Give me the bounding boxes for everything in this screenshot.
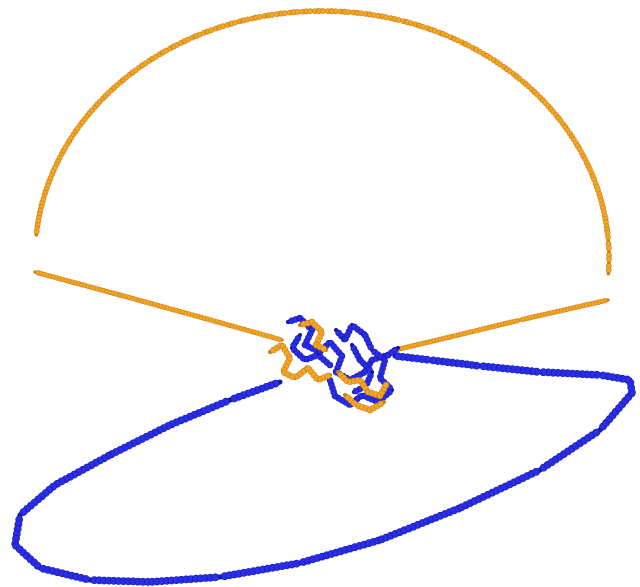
central-knot xyxy=(270,315,398,413)
orange-arc-bead xyxy=(282,11,287,16)
knot-blue-2-bead xyxy=(312,353,318,359)
orange-arc-bead xyxy=(384,15,389,20)
orange-arc-bead xyxy=(320,8,325,13)
blue-loop-bead xyxy=(293,560,300,567)
orange-arc-bead xyxy=(371,13,376,18)
orange-right-spoke-bead xyxy=(520,317,525,322)
blue-loop-bead xyxy=(480,363,487,370)
orange-arc-bead xyxy=(359,11,364,16)
blue-loop-bead xyxy=(533,468,540,475)
orange-arc-bead xyxy=(295,9,300,14)
knot-blue-2-bead xyxy=(327,362,333,368)
blue-chain xyxy=(12,353,636,586)
orange-arc-bead xyxy=(606,256,611,261)
blue-loop-bead xyxy=(231,395,238,402)
knot-blue-3-bead xyxy=(366,366,372,372)
orange-arc-bead xyxy=(270,12,275,17)
orange-chain xyxy=(34,8,612,352)
knot-blue-1-bead xyxy=(368,344,374,350)
blue-loop-bead xyxy=(20,508,27,515)
knot-orange-2-bead xyxy=(321,346,327,352)
orange-arc-bead xyxy=(333,9,338,14)
orange-arc-bead xyxy=(346,10,351,15)
orange-arc-bead xyxy=(605,235,610,240)
knot-orange-3-bead xyxy=(378,401,384,407)
blue-loop-bead xyxy=(212,574,219,581)
orange-left-spoke-bead xyxy=(277,337,282,342)
orange-arc-bead xyxy=(606,267,611,272)
orange-arc-bead xyxy=(606,246,611,251)
blue-loop-bead xyxy=(540,369,547,376)
blue-loop-backbone xyxy=(15,356,632,582)
knot-blue-0-bead xyxy=(392,347,398,353)
orange-arc-backbone xyxy=(36,11,609,273)
knot-blue-3-bead xyxy=(353,388,359,394)
orange-arc-bead xyxy=(308,9,313,14)
orange-arc-bead xyxy=(257,14,262,19)
blue-loop-bead xyxy=(593,429,600,436)
blue-loop-bead xyxy=(394,353,401,360)
blue-loop-bead xyxy=(82,575,89,582)
blue-loop-bead xyxy=(600,372,607,379)
knot-orange-0-bead xyxy=(325,373,331,379)
knot-orange-1-bead xyxy=(383,382,389,388)
